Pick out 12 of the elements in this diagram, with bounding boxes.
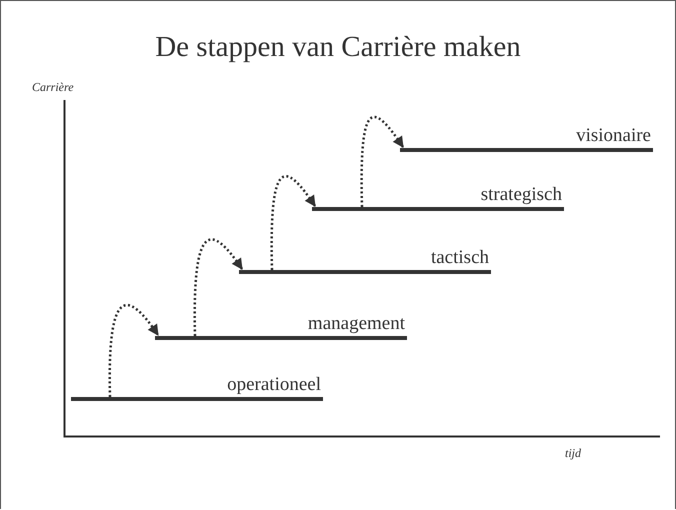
step-label: strategisch bbox=[480, 184, 562, 206]
axis-label: tijd bbox=[565, 446, 582, 460]
step-label: tactisch bbox=[430, 247, 489, 269]
step-label: operationeel bbox=[227, 374, 321, 396]
step-arrow bbox=[360, 116, 404, 208]
axis-label: Carrière bbox=[32, 80, 74, 94]
step-arrow bbox=[193, 238, 244, 336]
step-arrow bbox=[270, 175, 316, 270]
step-label: management bbox=[308, 313, 405, 335]
step-label: visionaire bbox=[576, 125, 651, 147]
diagram-title: De stappen van Carrière maken bbox=[154, 30, 522, 64]
step-arrow bbox=[108, 304, 160, 398]
